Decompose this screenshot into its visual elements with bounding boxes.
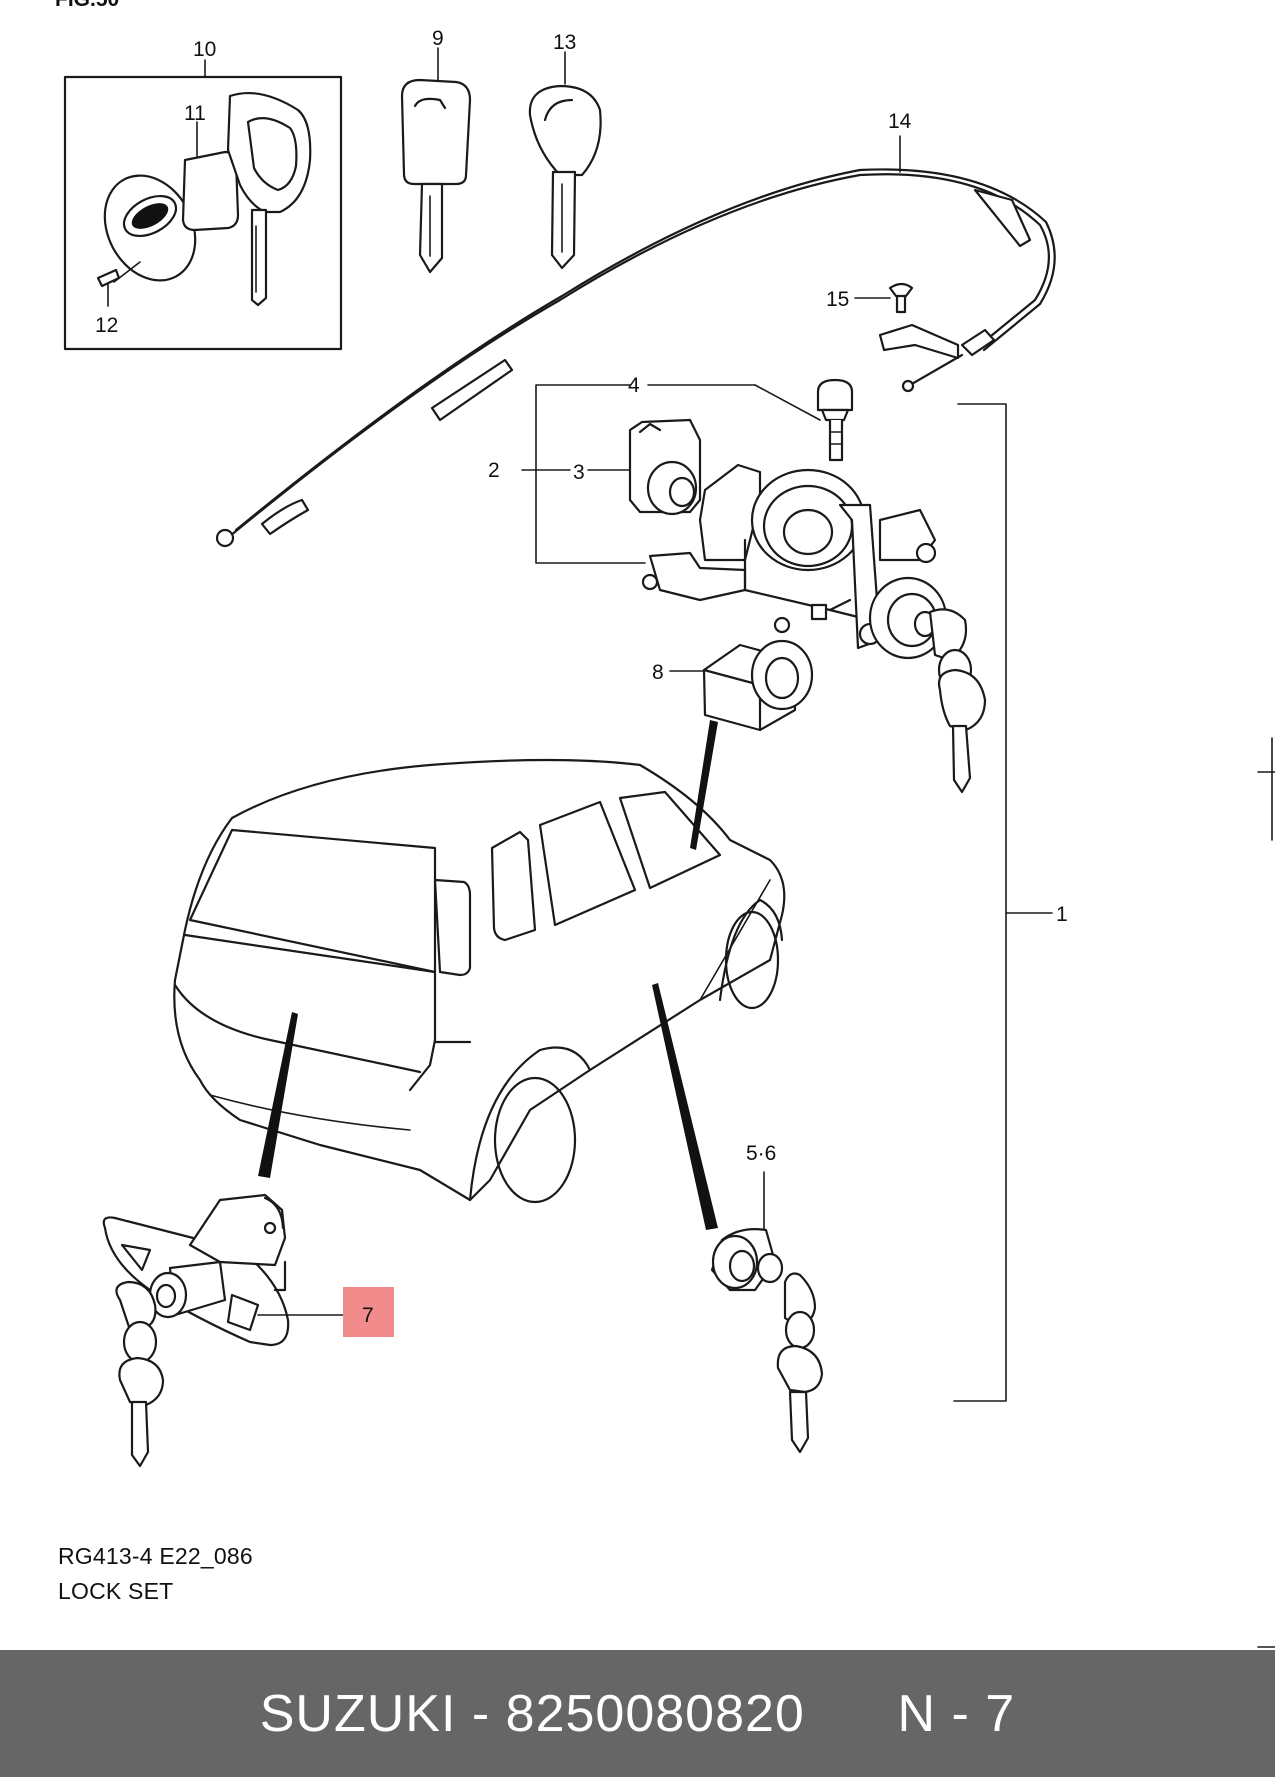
rear-window bbox=[188, 828, 437, 974]
tailgate-lock-part-7 bbox=[102, 1193, 346, 1468]
immobilizer-part-8 bbox=[669, 616, 814, 732]
callout-13: 13 bbox=[553, 31, 576, 54]
bolt-part-4 bbox=[816, 378, 854, 462]
leader-bracket-2-4 bbox=[535, 384, 646, 564]
vehicle-outline bbox=[173, 758, 786, 1204]
screw-part-15 bbox=[854, 282, 914, 314]
footer-separator: - bbox=[456, 1684, 506, 1743]
drawing-code: RG413-4 E22_086 bbox=[58, 1543, 253, 1569]
side-window-2 bbox=[538, 800, 637, 927]
callout-15: 15 bbox=[826, 288, 849, 311]
rear-quarter-window bbox=[433, 878, 472, 977]
pointer-tailgate bbox=[258, 1012, 298, 1178]
callout-10: 10 bbox=[193, 38, 216, 61]
release-cable-part bbox=[215, 135, 1056, 548]
side-window-3 bbox=[618, 790, 722, 890]
side-window-1 bbox=[490, 830, 537, 942]
footer-gap bbox=[805, 1684, 898, 1744]
callout-4: 4 bbox=[628, 374, 640, 397]
figure-heading: FIG.50 bbox=[55, 0, 119, 11]
footer-part-number: 8250080820 bbox=[505, 1684, 805, 1743]
leader-bracket-1 bbox=[953, 403, 1007, 1402]
footer-position-label: N - 7 bbox=[897, 1684, 1016, 1743]
callout-9: 9 bbox=[432, 27, 444, 50]
footer-bar: SUZUKI - 8250080820 N - 7 bbox=[0, 1650, 1275, 1777]
master-key-part bbox=[226, 92, 312, 307]
callout-8: 8 bbox=[652, 661, 664, 684]
parts-diagram: FIG.50 bbox=[55, 0, 1275, 1648]
footer-brand: SUZUKI bbox=[259, 1684, 457, 1743]
key-plate-part bbox=[181, 150, 240, 232]
key-set-box bbox=[63, 75, 343, 351]
door-lock-part-5-6 bbox=[710, 1171, 824, 1454]
callout-12: 12 bbox=[95, 314, 118, 337]
callout-5-6: 5·6 bbox=[746, 1142, 776, 1165]
pointer-immobilizer bbox=[690, 720, 718, 850]
highlight-callout-7 bbox=[343, 1287, 394, 1337]
key-set-group bbox=[63, 59, 343, 351]
key-part-9 bbox=[400, 47, 472, 274]
key-part-13 bbox=[528, 51, 602, 270]
callout-14: 14 bbox=[888, 110, 912, 133]
pointer-door bbox=[652, 983, 718, 1230]
figure-title: LOCK SET bbox=[58, 1578, 174, 1604]
callout-1: 1 bbox=[1056, 903, 1068, 926]
callout-11: 11 bbox=[184, 102, 206, 125]
steering-lock-part bbox=[641, 463, 987, 794]
callout-7: 7 bbox=[362, 1304, 374, 1327]
ignition-switch-part-3 bbox=[628, 418, 702, 516]
callout-3: 3 bbox=[573, 461, 585, 484]
callout-2: 2 bbox=[488, 459, 500, 482]
screw-part-12 bbox=[96, 261, 141, 307]
